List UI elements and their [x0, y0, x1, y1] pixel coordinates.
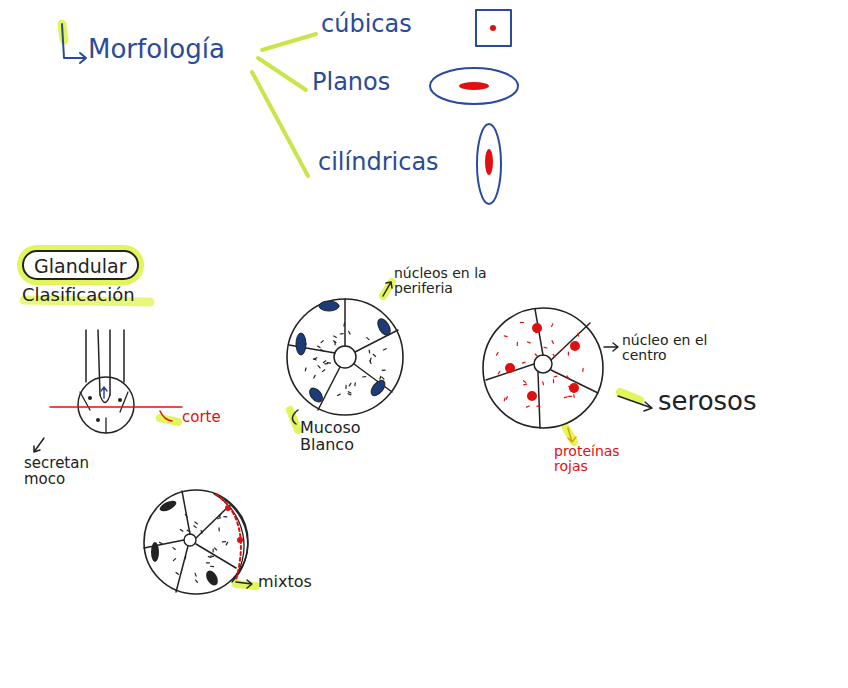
- box-title: Glandular: [34, 255, 127, 277]
- gland-label: mixtos: [258, 574, 312, 591]
- rounded-box: Glandular: [22, 250, 139, 280]
- branch-label: Planos: [312, 70, 390, 95]
- note-label: núcleo en el centro: [622, 333, 718, 362]
- note-label: secretan moco: [24, 456, 110, 488]
- heading-word: Morfología: [88, 36, 225, 63]
- cut-label: corte: [182, 410, 221, 426]
- note-label: núcleos en la periferia: [394, 266, 514, 295]
- branch-label: cúbicas: [321, 12, 412, 37]
- gland-label: serosos: [658, 388, 757, 415]
- subheading: Clasificación: [22, 286, 135, 305]
- branch-label: cilíndricas: [318, 150, 439, 175]
- note-label: proteínas rojas: [554, 444, 644, 473]
- gland-label: Mucoso Blanco: [300, 420, 384, 454]
